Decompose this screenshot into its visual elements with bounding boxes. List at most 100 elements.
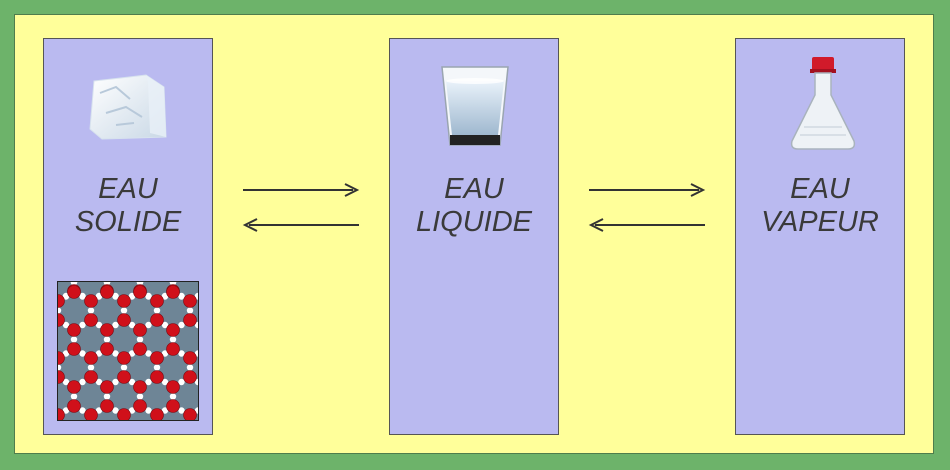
hydrogen-atom [62,321,70,329]
hydrogen-atom [112,321,119,329]
hydrogen-atom [87,364,95,371]
hydrogen-atom [186,307,194,314]
hydrogen-atom [103,393,111,400]
hydrogen-atom [62,407,70,414]
hydrogen-atom [103,336,111,343]
arrow-liquid-to-vapor [589,183,706,197]
hydrogen-atom [62,378,70,386]
hydrogen-atom [58,307,62,314]
hydrogen-atom [136,393,144,400]
oxygen-atom [183,370,197,384]
oxygen-atom [133,399,147,413]
oxygen-atom [117,313,131,327]
oxygen-atom [117,370,131,384]
hydrogen-atom [169,393,177,400]
water-glass-icon [441,66,509,146]
arrow-vapor-to-liquid [588,218,705,232]
oxygen-atom [100,399,114,413]
hydrogen-atom [153,307,161,314]
oxygen-atom [166,342,180,356]
hydrogen-atom [112,293,119,300]
ice-cube-icon [89,74,167,140]
hydrogen-atom [153,364,161,371]
oxygen-atom [67,323,81,337]
oxygen-atom [133,323,147,337]
oxygen-atom [133,380,147,394]
hydrogen-atom [161,321,169,329]
hydrogen-atom [95,378,103,386]
oxygen-atom [67,380,81,394]
label-solid-line2: SOLIDE [74,206,182,238]
oxygen-atom [133,285,147,299]
oxygen-atom [67,285,81,299]
label-water-vapor: EAU VAPEUR [736,173,904,239]
oxygen-atom [58,294,65,308]
oxygen-atom [84,351,98,365]
oxygen-atom [58,408,65,420]
arrow-solid-to-liquid [243,183,360,197]
hydrogen-atom [169,336,177,343]
hydrogen-atom [186,364,194,371]
label-liquid-line1: EAU [444,173,504,205]
oxygen-atom [58,313,65,327]
oxygen-atom [67,342,81,356]
oxygen-atom [133,342,147,356]
hydrogen-atom [178,321,185,329]
oxygen-atom [117,294,131,308]
hydrogen-atom [145,293,152,300]
oxygen-atom [183,294,197,308]
oxygen-atom [100,342,114,356]
label-vapor-line1: EAU [790,173,850,205]
hydrogen-atom [128,378,136,386]
label-liquid-water: EAU LIQUIDE [390,173,558,239]
hydrogen-atom [95,407,103,414]
hydrogen-atom [128,407,136,414]
hydrogen-atom [161,350,169,357]
oxygen-atom [100,323,114,337]
hydrogen-atom [79,407,86,414]
hydrogen-atom [145,350,152,357]
hydrogen-atom [62,350,70,357]
hydrogen-atom [178,407,185,414]
oxygen-atom [84,313,98,327]
oxygen-atom [183,408,197,420]
oxygen-atom [84,408,98,420]
hydrogen-atom [95,293,103,300]
panel-water-vapor: EAU VAPEUR [735,38,905,435]
label-solid-water: EAU SOLIDE [44,173,212,239]
oxygen-atom [166,399,180,413]
label-liquid-line2: LIQUIDE [415,206,533,238]
label-vapor-line2: VAPEUR [761,206,879,238]
oxygen-atom [183,313,197,327]
panel-liquid-water: EAU LIQUIDE [389,38,559,435]
oxygen-atom [100,285,114,299]
hydrogen-atom [128,321,136,329]
hydrogen-atom [79,378,86,386]
hydrogen-atom [178,378,185,386]
oxygen-atom [150,370,164,384]
hydrogen-atom [145,321,152,329]
hydrogen-atom [87,307,95,314]
oxygen-atom [166,285,180,299]
flask-icon [790,57,856,150]
oxygen-atom [58,351,65,365]
hydrogen-atom [62,293,70,300]
oxygen-atom [100,380,114,394]
hydrogen-atom [178,350,185,357]
hydrogen-atom [95,350,103,357]
oxygen-atom [117,351,131,365]
hydrogen-atom [58,364,62,371]
hydrogen-atom [112,378,119,386]
hydrogen-atom [120,307,128,314]
oxygen-atom [166,380,180,394]
oxygen-atom [84,294,98,308]
label-solid-line1: EAU [98,173,158,205]
hydrogen-atom [128,350,136,357]
hydrogen-atom [79,321,86,329]
oxygen-atom [58,370,65,384]
oxygen-atom [67,399,81,413]
oxygen-atom [150,294,164,308]
hydrogen-atom [161,293,169,300]
diagram-frame: EAU SOLIDE EAU LIQUIDE [14,14,934,454]
hydrogen-atom [79,293,86,300]
